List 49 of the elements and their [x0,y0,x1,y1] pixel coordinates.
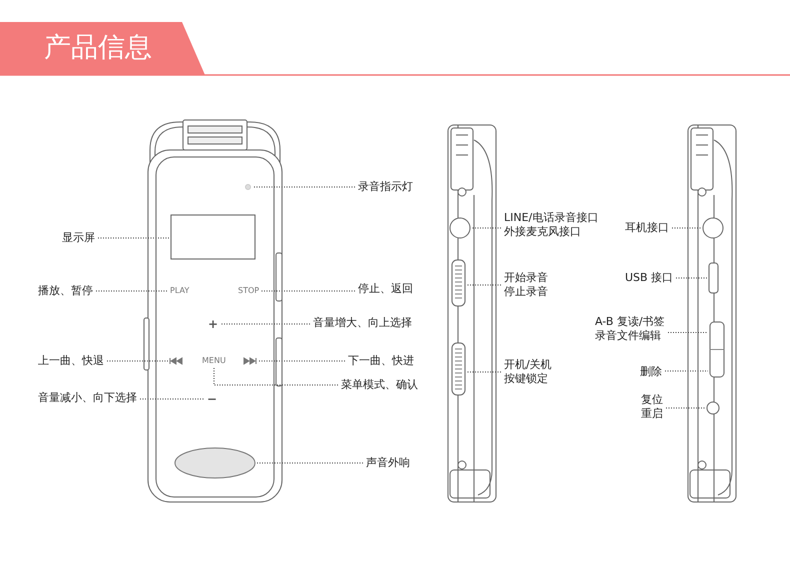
side-button [710,322,724,378]
display-screen [170,214,256,260]
callout-label: 录音文件编辑 [595,329,662,343]
leader-line [96,290,168,292]
callout-label: 耳机接口 [625,221,669,235]
next-icon [244,358,256,364]
callout-label: 播放、暂停 [38,284,93,298]
usb-port [708,262,718,294]
button-label: − [207,393,218,405]
callout-label: 重启 [641,407,663,421]
callout-label: 下一曲、快进 [348,354,414,368]
callout-label: 外接麦克风接口 [504,225,582,239]
leader-line [106,360,168,362]
callout-label: 音量减小、向下选择 [38,391,137,405]
previous-icon [170,358,182,364]
callout-label: LINE/电话录音接口 [504,211,598,225]
callout-label: 上一曲、快退 [38,354,104,368]
leader-line [140,398,206,400]
callout-label: 音量增大、向上选择 [313,316,412,330]
button-label: MENU [202,356,226,366]
speaker-grille [174,448,256,478]
leader-line [664,370,708,372]
audio-jack [450,218,470,238]
callout-label: 录音指示灯 [358,180,413,194]
callout-label: A-B 复读/书签 [595,315,665,329]
callout-label: 开始录音 [504,271,548,285]
callout-label: 显示屏 [62,231,95,245]
leader-line [260,290,356,292]
indicator-light [245,184,251,190]
callout-label: USB 接口 [625,271,674,285]
leader-line [252,186,356,188]
button-label: + [208,318,218,330]
leader-line [214,368,338,386]
callout-label: 删除 [640,365,662,379]
leader-line [668,332,708,333]
callout-label: 菜单模式、确认 [341,378,418,392]
callout-label: 停止录音 [504,285,548,299]
leader-line [256,462,364,464]
callout-label: 开机/关机 [504,358,552,372]
button-label: STOP [238,286,260,296]
callout-label: 按键锁定 [504,372,549,386]
audio-jack [702,218,724,238]
callout-label: 声音外响 [366,456,410,470]
title: 产品信息 [44,31,152,65]
leader-line [466,284,502,286]
callout-label: 复位 [641,393,663,407]
leader-line [258,360,346,362]
button-label: PLAY [170,286,190,296]
callout-label: 停止、返回 [358,282,413,296]
